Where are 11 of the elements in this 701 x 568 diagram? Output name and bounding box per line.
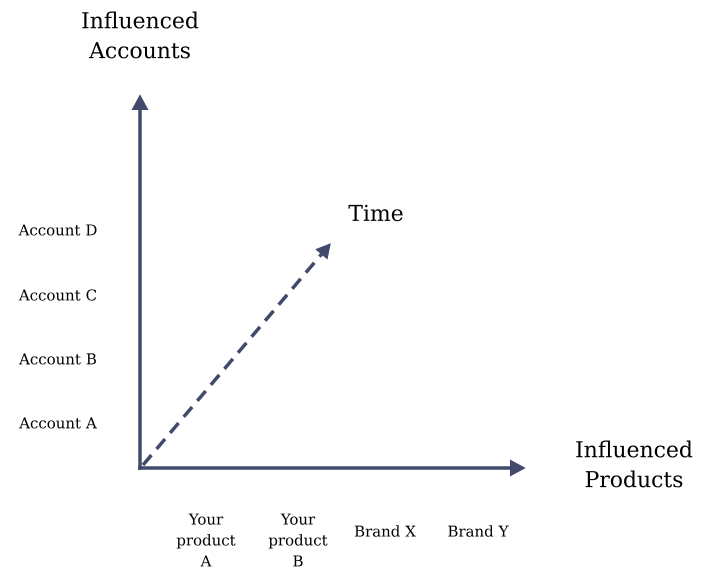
- category-label: Your product B: [268, 514, 328, 566]
- axis-title: Influenced Products: [576, 440, 692, 488]
- category-label: Brand X: [354, 525, 416, 537]
- category-label: Account C: [18, 289, 96, 301]
- axis-title: Influenced Accounts: [82, 12, 198, 58]
- category-label: Your product A: [176, 514, 236, 566]
- category-label: Account A: [19, 417, 97, 429]
- category-label: Brand Y: [448, 525, 509, 537]
- axis-title: Time: [348, 204, 403, 222]
- category-label: Account D: [18, 224, 96, 236]
- category-label: Account B: [19, 353, 96, 365]
